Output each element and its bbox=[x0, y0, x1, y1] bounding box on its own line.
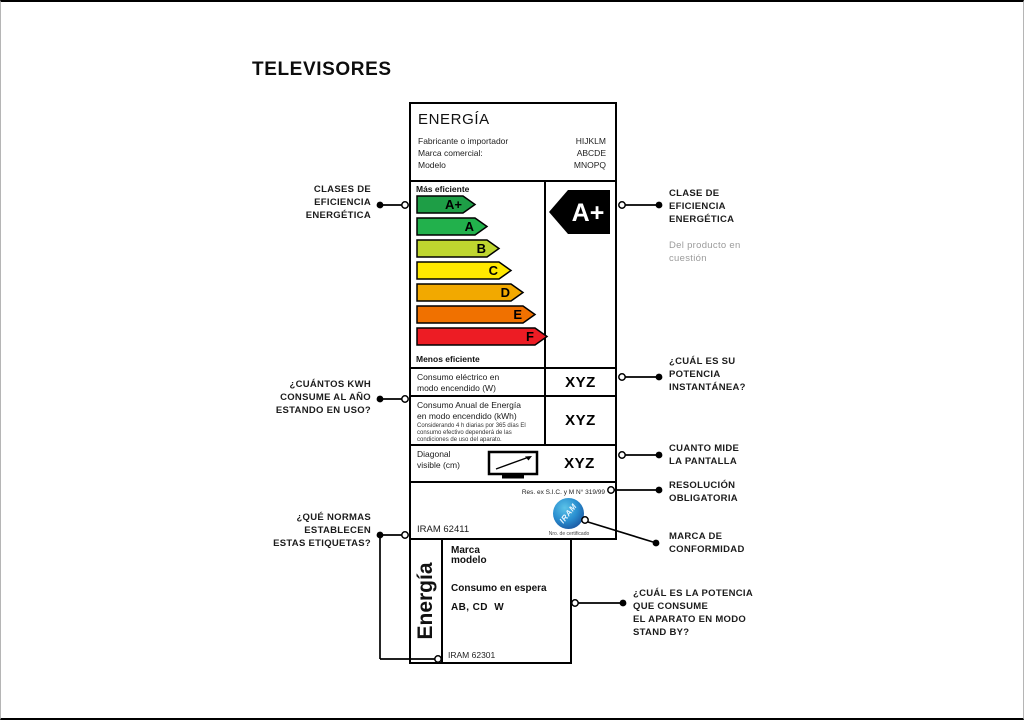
standby-label: Energía Marca modelo Consumo en espera A… bbox=[409, 540, 572, 664]
field-name: Modelo bbox=[418, 160, 446, 170]
efficiency-class-arrow-D: D bbox=[416, 283, 544, 305]
row-value: XYZ bbox=[564, 455, 595, 472]
field-value: MNOPQ bbox=[573, 160, 606, 170]
efficiency-class-arrow-B: B bbox=[416, 239, 544, 261]
annotation-kwh-consumption: ¿CUÁNTOS KWH CONSUME AL AÑO ESTANDO EN U… bbox=[275, 379, 371, 416]
label-title: ENERGÍA bbox=[418, 111, 490, 128]
row-label: Diagonal visible (cm) bbox=[417, 449, 460, 470]
standby-consumption-value: AB, CD W bbox=[451, 602, 505, 613]
product-rating: A+ bbox=[572, 199, 605, 227]
efficiency-arrow-letter: B bbox=[477, 241, 486, 256]
iram-standard-62301: IRAM 62301 bbox=[448, 650, 496, 660]
annotation-conformity-mark: MARCA DE CONFORMIDAD bbox=[669, 531, 745, 555]
standby-content: Marca modelo Consumo en espera AB, CD W … bbox=[443, 540, 570, 662]
standby-brand: Marca modelo bbox=[451, 545, 487, 566]
efficiency-arrow-letter: D bbox=[501, 285, 510, 300]
row-consumo-electrico: Consumo eléctrico en modo encendido (W) … bbox=[411, 369, 615, 397]
header-field-row: Marca comercial: ABCDE bbox=[418, 147, 606, 159]
annotation-standby-power: ¿CUÁL ES LA POTENCIA QUE CONSUME EL APAR… bbox=[633, 588, 754, 638]
iram-standard-62411: IRAM 62411 bbox=[417, 524, 470, 535]
header-field-row: Fabricante o importador HIJKLM bbox=[418, 135, 606, 147]
less-efficient-label: Menos eficiente bbox=[416, 354, 480, 364]
header-field-row: Modelo MNOPQ bbox=[418, 159, 606, 171]
more-efficient-label: Más eficiente bbox=[416, 184, 470, 194]
annotation-instant-power: ¿CUÁL ES SU POTENCIA INSTANTÁNEA? bbox=[669, 356, 746, 393]
product-rating-area: A+ bbox=[544, 182, 615, 367]
standby-side-strip: Energía bbox=[411, 540, 443, 662]
energy-label: ENERGÍA Fabricante o importador HIJKLM M… bbox=[409, 102, 617, 540]
annotation-standards: ¿QUÉ NORMAS ESTABLECEN ESTAS ETIQUETAS? bbox=[273, 512, 371, 549]
efficiency-class-arrow-C: C bbox=[416, 261, 544, 283]
annotation-efficiency-classes: CLASES DE EFICIENCIA ENERGÉTICA bbox=[305, 184, 371, 221]
standby-consumption-label: Consumo en espera bbox=[451, 583, 547, 594]
efficiency-arrow-letter: A bbox=[465, 219, 475, 234]
label-header: ENERGÍA Fabricante o importador HIJKLM M… bbox=[411, 104, 615, 182]
resolution-text: Res. ex S.I.C. y M N° 319/99 bbox=[521, 489, 605, 496]
efficiency-arrow-letter: A+ bbox=[445, 197, 462, 212]
efficiency-class-arrow-F: F bbox=[416, 327, 549, 349]
row-label: Consumo eléctrico en modo encendido (W) bbox=[417, 372, 500, 393]
tv-diagonal-icon bbox=[487, 450, 539, 479]
field-name: Marca comercial: bbox=[418, 148, 483, 158]
annotation-subtext: Del producto en cuestión bbox=[669, 240, 741, 264]
annotation-screen-size: CUANTO MIDE LA PANTALLA bbox=[669, 443, 740, 467]
label-footer: Res. ex S.I.C. y M N° 319/99 IRAM Nro. d… bbox=[411, 483, 615, 538]
efficiency-arrow-letter: F bbox=[526, 329, 534, 344]
efficiency-class-arrow-A+: A+ bbox=[416, 195, 544, 217]
efficiency-arrow-letter: C bbox=[489, 263, 499, 278]
efficiency-arrow-letter: E bbox=[513, 307, 522, 322]
row-diagonal-visible: Diagonal visible (cm) XYZ bbox=[411, 446, 615, 483]
annotation-mandatory-resolution: RESOLUCIÓN OBLIGATORIA bbox=[669, 480, 738, 504]
row-label: Consumo Anual de Energía en modo encendi… bbox=[417, 400, 521, 421]
field-value: ABCDE bbox=[576, 148, 606, 158]
efficiency-class-arrow-A: A bbox=[416, 217, 544, 239]
row-consumo-anual: Consumo Anual de Energía en modo encendi… bbox=[411, 397, 615, 446]
page-title: TELEVISORES bbox=[252, 59, 392, 80]
annotation-efficiency-class: CLASE DE EFICIENCIA ENERGÉTICA Del produ… bbox=[669, 174, 741, 278]
certificate-caption: Nro. de certificado bbox=[548, 531, 590, 537]
rating-arrow-icon: A+ bbox=[549, 190, 610, 234]
row-note: Considerando 4 h diarias por 365 días El… bbox=[417, 423, 526, 443]
standby-side-text: Energía bbox=[414, 562, 437, 640]
iram-logo-text: IRAM bbox=[558, 501, 579, 526]
field-name: Fabricante o importador bbox=[418, 136, 509, 146]
row-value: XYZ bbox=[544, 397, 615, 444]
field-value: HIJKLM bbox=[575, 136, 606, 146]
efficiency-class-arrow-E: E bbox=[416, 305, 544, 327]
iram-logo-icon: IRAM bbox=[553, 498, 584, 529]
row-value: XYZ bbox=[544, 369, 615, 395]
annotation-text: CLASE DE EFICIENCIA ENERGÉTICA bbox=[669, 188, 735, 225]
